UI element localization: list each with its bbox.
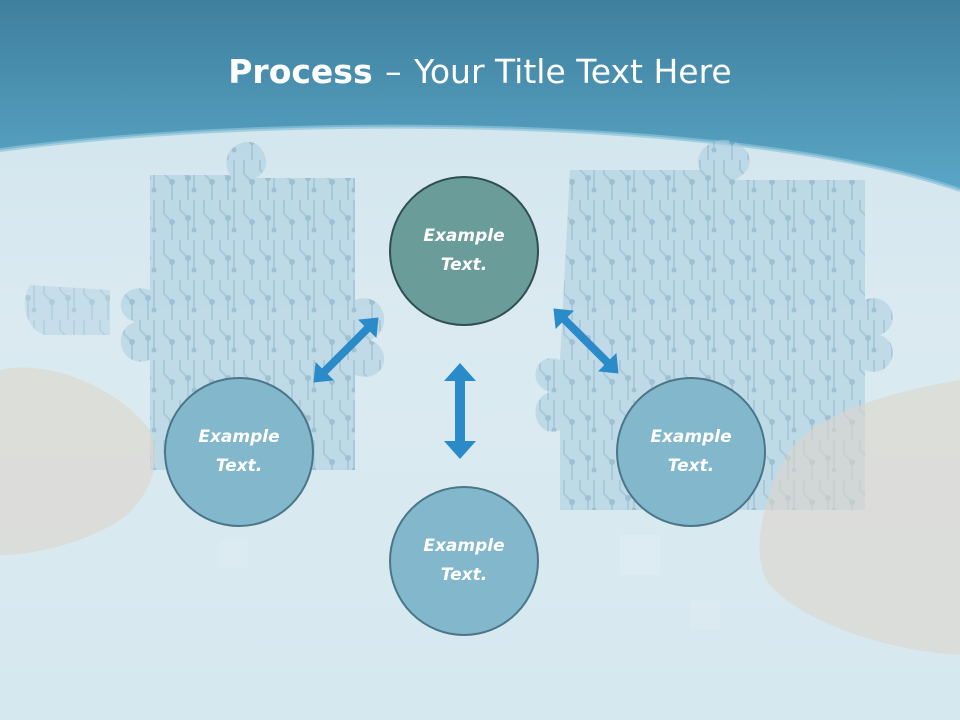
arrow-top-right: [553, 308, 619, 374]
node-label: Example Text.: [423, 536, 505, 585]
puzzle-piece-left-icon: [80, 141, 385, 470]
node-label: Example Text.: [650, 427, 732, 476]
node-label: Example Text.: [198, 427, 280, 476]
arrow-top-left: [313, 317, 379, 383]
slide-title: Process – Your Title Text Here: [0, 52, 960, 91]
process-node-right: Example Text.: [616, 377, 766, 527]
left-hand-illustration: [0, 367, 156, 555]
arrow-vertical: [444, 363, 476, 459]
title-dash: –: [385, 52, 402, 91]
right-hand-illustration: [759, 380, 960, 655]
process-node-top: Example Text.: [389, 176, 539, 326]
title-strong: Process: [228, 52, 373, 91]
node-label: Example Text.: [423, 226, 505, 275]
process-node-bottom: Example Text.: [389, 486, 539, 636]
process-node-left: Example Text.: [164, 377, 314, 527]
title-rest: Your Title Text Here: [414, 52, 732, 91]
